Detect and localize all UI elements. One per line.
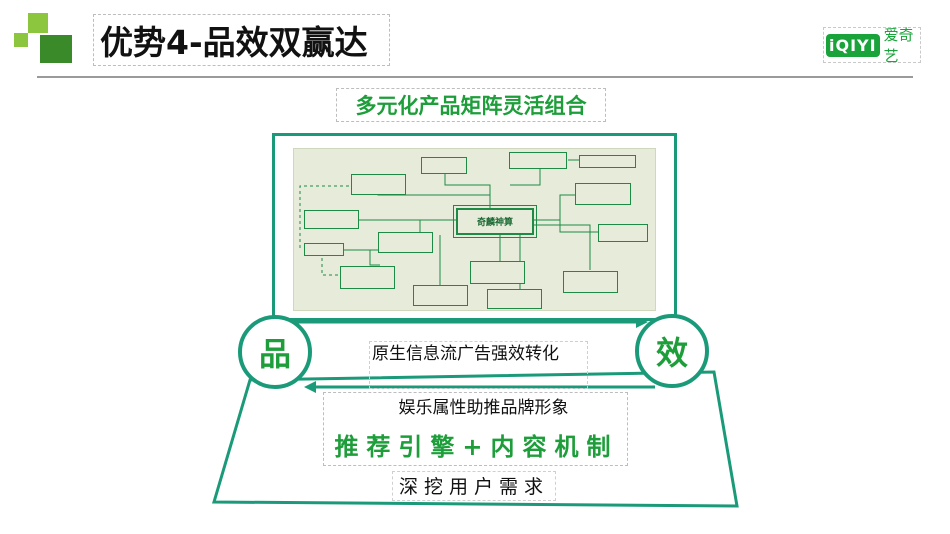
engine-label: 推荐引擎+内容机制 (334, 433, 619, 461)
matrix-node (351, 174, 406, 195)
matrix-node (304, 243, 344, 256)
center-label-box (323, 392, 628, 466)
matrix-node (487, 289, 542, 309)
matrix-node (421, 157, 467, 174)
connector (559, 220, 600, 233)
matrix-node (509, 152, 567, 169)
dashed-connector (321, 258, 340, 276)
slide-title: 优势4-品效双赢达 (93, 14, 390, 66)
matrix-node (378, 232, 433, 253)
matrix-node (563, 271, 618, 293)
matrix-node (340, 266, 395, 289)
slide-subtitle: 多元化产品矩阵灵活组合 (336, 88, 606, 122)
logo-text: 爱奇艺 (883, 26, 914, 65)
bottom-arrow-label: 娱乐属性助推品牌形象 (398, 398, 569, 418)
brand-circle: 品 (238, 315, 312, 389)
matrix-node (598, 224, 648, 242)
base-trapezoid (211, 370, 739, 508)
top-arrow-label: 原生信息流广告强效转化 (369, 341, 588, 389)
title-divider (37, 76, 913, 78)
deco-square-light (28, 13, 48, 33)
connector (369, 250, 380, 266)
deco-square-dark (40, 35, 72, 63)
dashed-connector (299, 185, 350, 248)
matrix-node (413, 285, 468, 306)
connector (444, 170, 491, 208)
matrix-node (579, 155, 636, 168)
bottom-arrowhead (304, 381, 316, 393)
iqiyi-logo: iQIYI 爱奇艺 (823, 26, 921, 65)
logo-mark: iQIYI (826, 33, 880, 57)
base-label: 深挖用户需求 (392, 471, 556, 501)
core-node: 奇麟神算 (453, 205, 537, 238)
matrix-node (470, 261, 525, 284)
matrix-node (575, 183, 631, 205)
deco-square-mid (14, 33, 28, 47)
performance-circle: 效 (635, 314, 709, 388)
connector (534, 224, 591, 270)
matrix-node (304, 210, 359, 229)
